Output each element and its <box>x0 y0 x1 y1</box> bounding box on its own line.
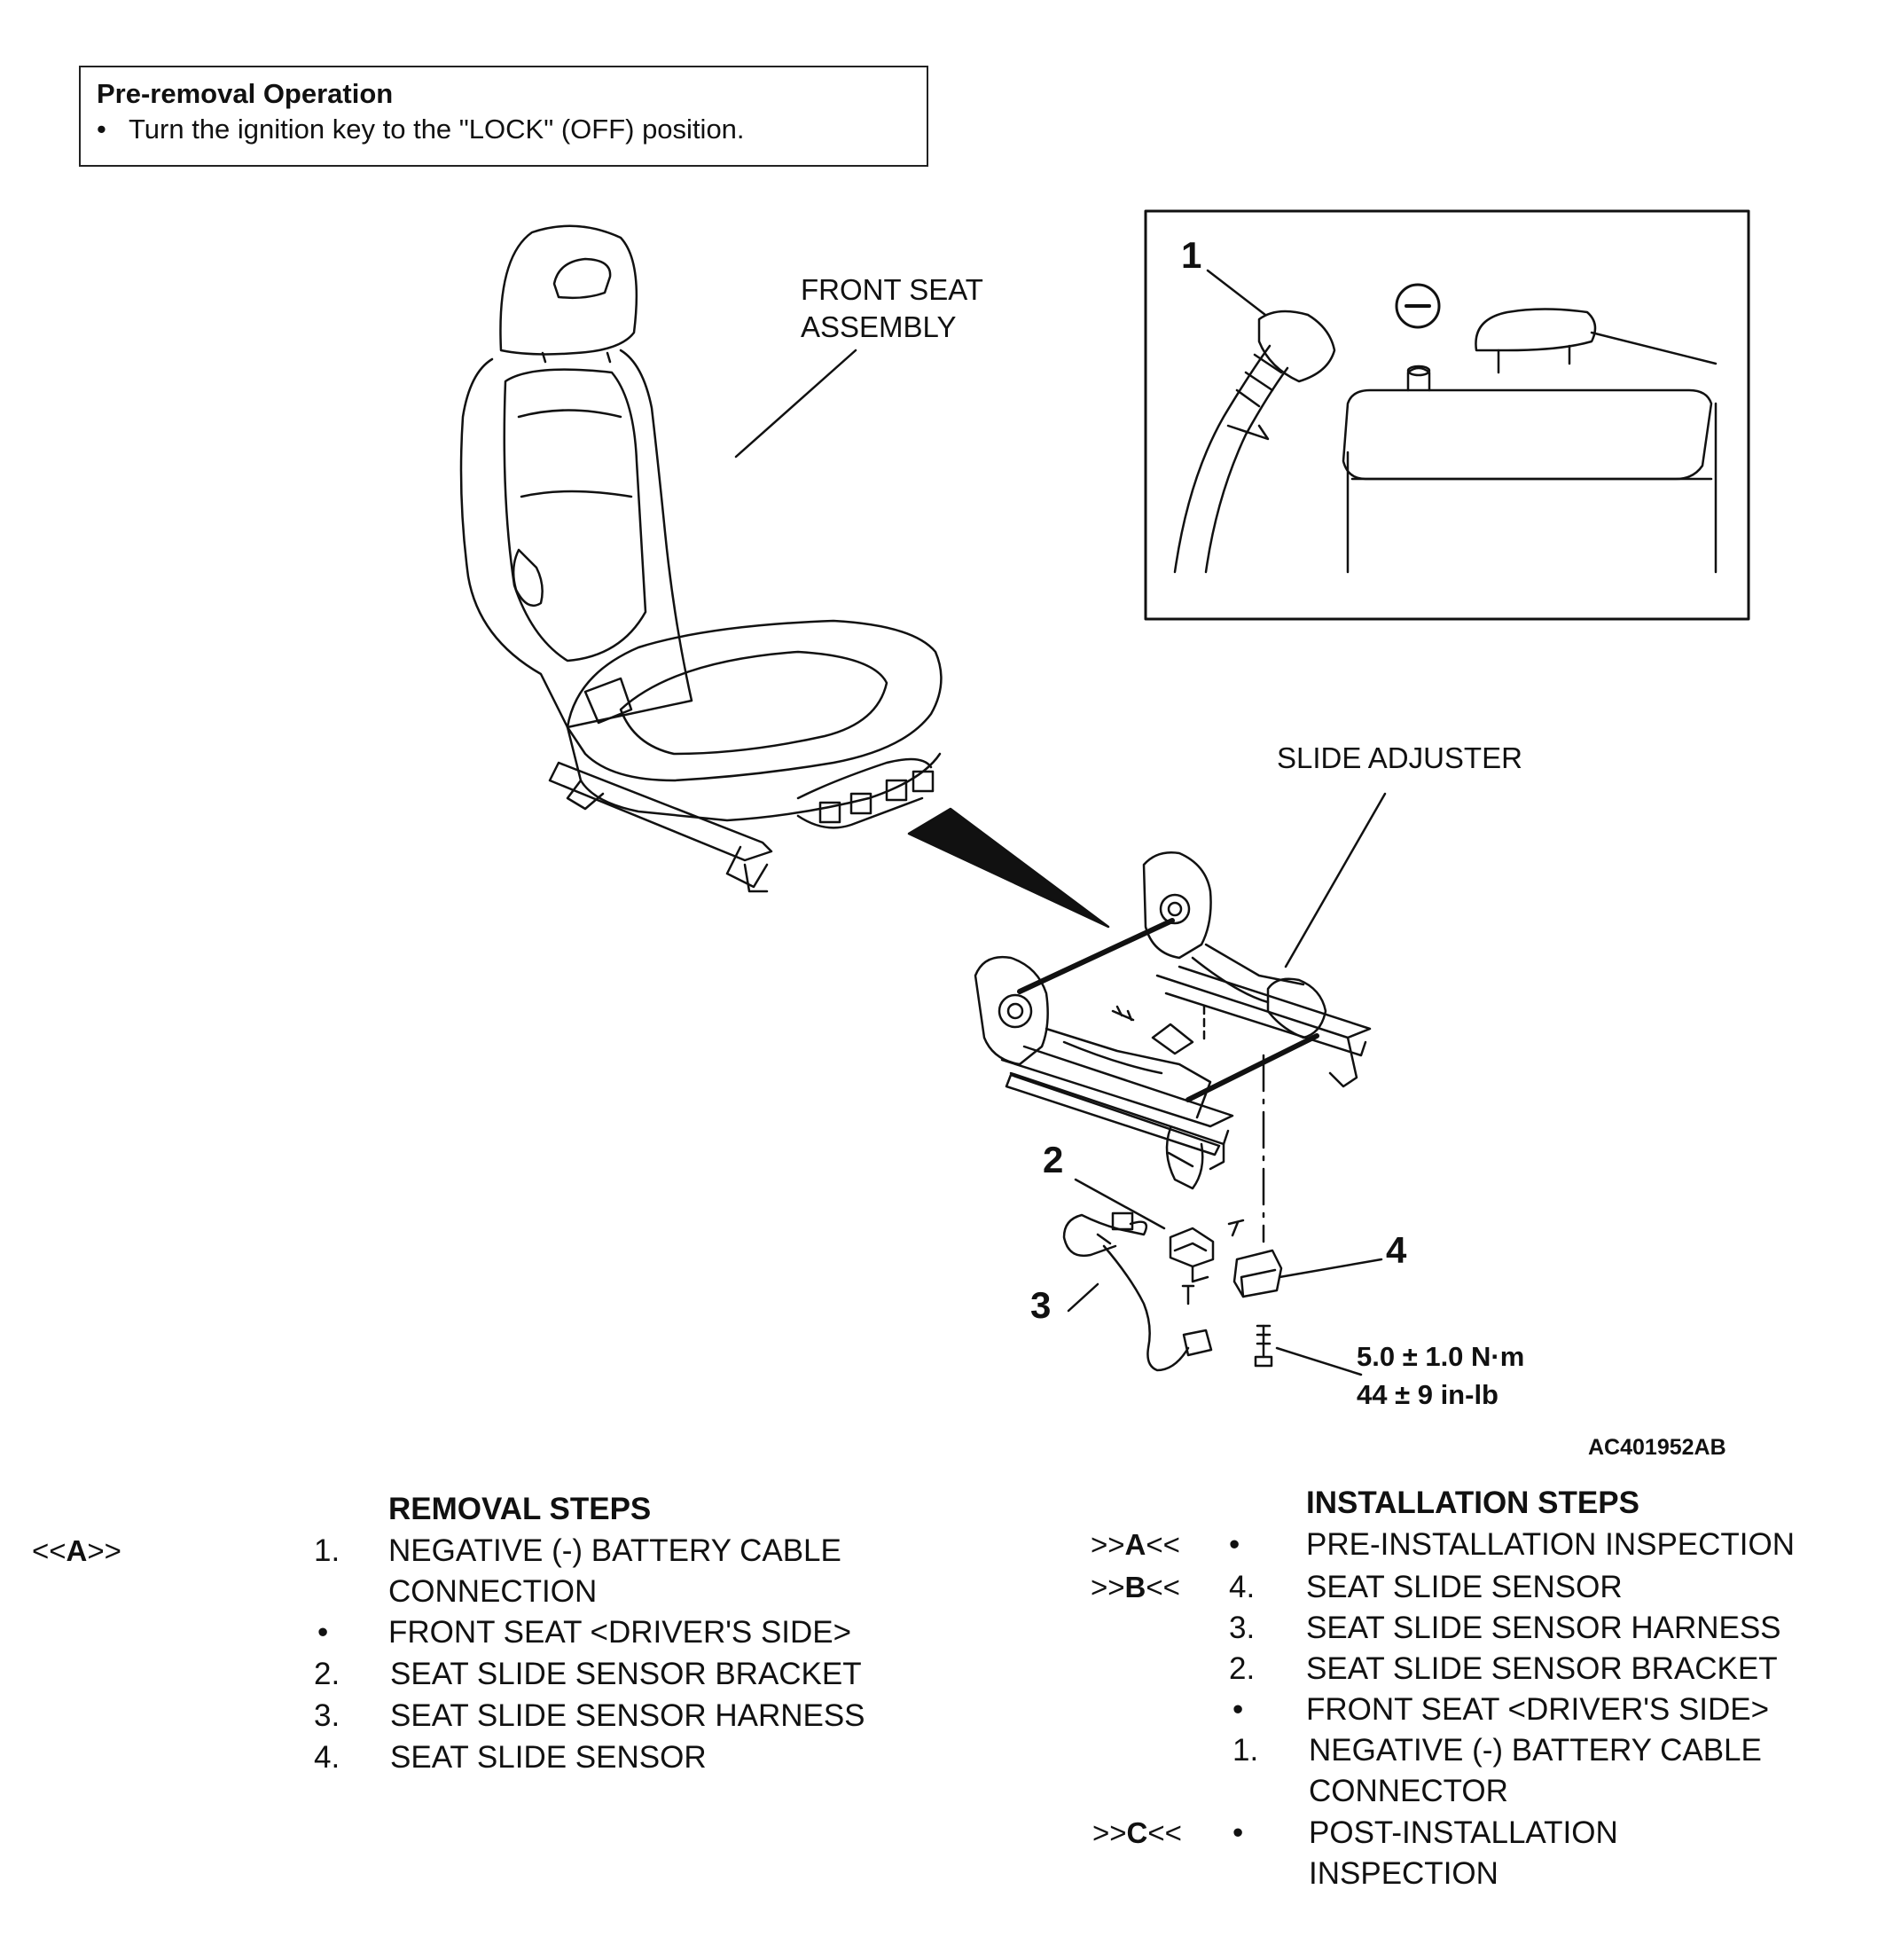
removal-step-bullet-num: • <box>317 1615 329 1650</box>
install-step-post-text2: INSPECTION <box>1309 1856 1498 1891</box>
removal-step-bullet-text: FRONT SEAT <DRIVER'S SIDE> <box>388 1615 852 1650</box>
install-step-4-text: SEAT SLIDE SENSOR <box>1306 1570 1623 1604</box>
install-step-3-num: 3. <box>1229 1611 1256 1645</box>
label-front-seat-line2: ASSEMBLY <box>801 310 956 343</box>
label-slide-adjuster: SLIDE ADJUSTER <box>1277 741 1522 774</box>
seat-diagram: FRONT SEAT ASSEMBLY SLIDE ADJUSTER 1 2 3… <box>459 209 1750 1460</box>
removal-step-1-num: 1. <box>314 1533 340 1568</box>
pre-removal-box: Pre-removal Operation • Turn the ignition… <box>79 66 928 167</box>
pre-removal-item-text: Turn the ignition key to the "LOCK" (OFF… <box>129 114 745 145</box>
removal-step-3-text: SEAT SLIDE SENSOR HARNESS <box>390 1698 865 1733</box>
install-step-post-num: • <box>1232 1815 1244 1850</box>
callout-3: 3 <box>1030 1284 1051 1326</box>
installation-heading: INSTALLATION STEPS <box>1306 1486 1639 1520</box>
negative-terminal-icon <box>1395 283 1441 329</box>
install-step-pre-text: PRE-INSTALLATION INSPECTION <box>1306 1527 1796 1562</box>
removal-step-4-num: 4. <box>314 1740 340 1775</box>
removal-step-2-num: 2. <box>314 1657 340 1691</box>
bullet-icon: • <box>97 114 106 145</box>
install-step-pre-num: • <box>1229 1527 1240 1562</box>
callout-1: 1 <box>1181 234 1201 276</box>
leader-line-front-seat <box>734 349 857 459</box>
front-seat-illustration <box>459 224 943 893</box>
removal-step-1-text: NEGATIVE (-) BATTERY CABLE <box>388 1533 841 1568</box>
install-step-1-text2: CONNECTOR <box>1309 1774 1508 1808</box>
install-step-post-text: POST-INSTALLATION <box>1309 1815 1618 1850</box>
install-code-b: >>B<< <box>1091 1571 1180 1603</box>
battery-illustration <box>1173 308 1718 574</box>
install-step-1-text: NEGATIVE (-) BATTERY CABLE <box>1309 1733 1762 1768</box>
callout-2: 2 <box>1043 1139 1063 1180</box>
removal-code-a: <<A>> <box>32 1534 121 1567</box>
slide-adjuster-illustration <box>974 851 1372 1243</box>
figure-code: AC401952AB <box>1588 1435 1726 1460</box>
install-step-seat-num: • <box>1232 1692 1244 1727</box>
leader-line-3 <box>1067 1282 1099 1313</box>
removal-step-1-text2: CONNECTION <box>388 1574 598 1609</box>
removal-step-4-text: SEAT SLIDE SENSOR <box>390 1740 707 1775</box>
callout-4: 4 <box>1386 1229 1407 1271</box>
torque-metric: 5.0 ± 1.0 N·m <box>1357 1341 1524 1372</box>
removal-step-3-num: 3. <box>314 1698 340 1733</box>
leader-line-torque <box>1275 1346 1363 1376</box>
install-step-2-num: 2. <box>1229 1651 1256 1686</box>
battery-inset-frame <box>1144 209 1750 621</box>
install-step-3-text: SEAT SLIDE SENSOR HARNESS <box>1306 1611 1781 1645</box>
torque-imperial: 44 ± 9 in-lb <box>1357 1379 1498 1410</box>
sensor-parts-illustration <box>1062 1211 1283 1372</box>
leader-line-2 <box>1074 1178 1166 1230</box>
removal-step-2-text: SEAT SLIDE SENSOR BRACKET <box>390 1657 862 1691</box>
install-step-4-num: 4. <box>1229 1570 1256 1604</box>
label-front-seat-line1: FRONT SEAT <box>801 273 983 306</box>
leader-line-4 <box>1278 1258 1383 1279</box>
leader-line-1 <box>1206 269 1267 317</box>
pre-removal-item: • Turn the ignition key to the "LOCK" (OF… <box>97 112 911 147</box>
removal-heading: REMOVAL STEPS <box>388 1492 652 1526</box>
install-code-c: >>C<< <box>1092 1816 1182 1849</box>
install-step-1-num: 1. <box>1232 1733 1259 1768</box>
pre-removal-title: Pre-removal Operation <box>97 78 394 109</box>
install-step-seat-text: FRONT SEAT <DRIVER'S SIDE> <box>1306 1692 1770 1727</box>
install-code-a: >>A<< <box>1091 1528 1180 1561</box>
install-step-2-text: SEAT SLIDE SENSOR BRACKET <box>1306 1651 1778 1686</box>
leader-line-slide-adjuster <box>1284 792 1387 968</box>
